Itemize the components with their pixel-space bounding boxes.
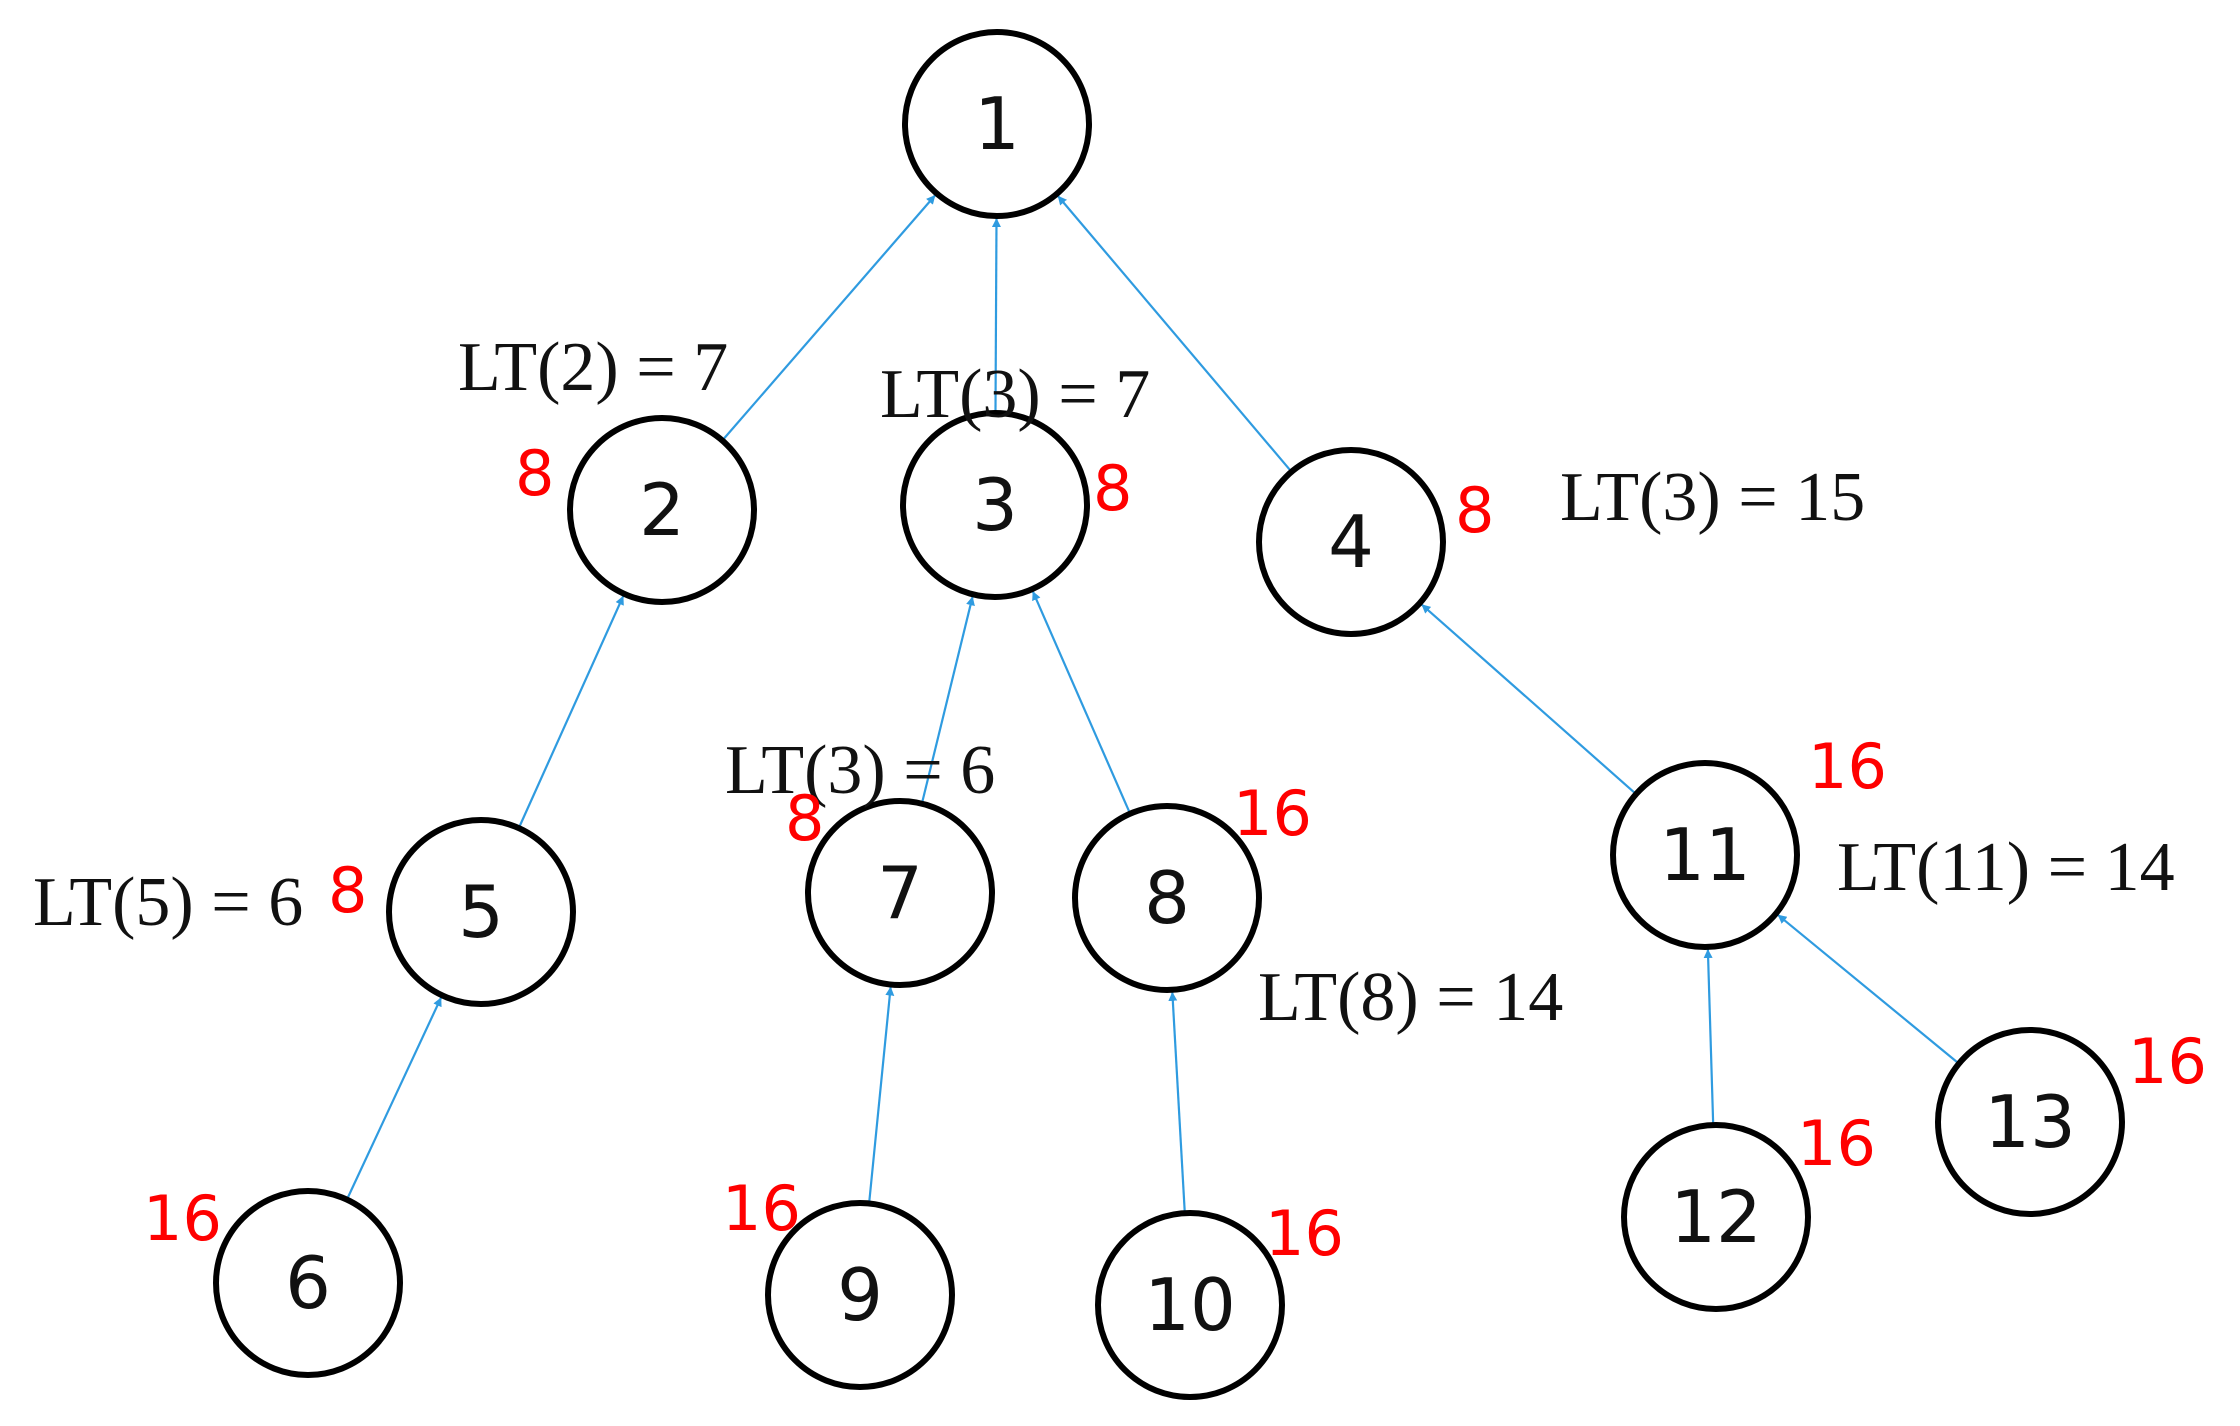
weight-label-node-8: 16 (1233, 777, 1312, 850)
node-label-13: 13 (1984, 1080, 2076, 1164)
node-label-11: 11 (1659, 813, 1751, 897)
node-5: 5 (386, 817, 576, 1007)
node-label-3: 3 (972, 463, 1018, 547)
lt-label-node-3: LT(3) = 7 (880, 356, 1150, 433)
lt-label-node-7: LT(3) = 6 (725, 732, 995, 809)
node-circle-8 (1072, 803, 1262, 993)
weight-label-node-10: 16 (1265, 1197, 1344, 1270)
edge-7-to-3 (920, 596, 975, 804)
node-label-8: 8 (1144, 856, 1190, 940)
node-circle-13 (1935, 1027, 2125, 1217)
node-circle-2 (567, 415, 757, 605)
node-8: 8 (1072, 803, 1262, 993)
weight-label-node-13: 16 (2128, 1025, 2207, 1098)
edge-6-to-5 (345, 996, 443, 1201)
node-11: 11 (1610, 760, 1800, 950)
node-circle-9 (765, 1200, 955, 1390)
lt-label-node-5: LT(5) = 6 (33, 864, 303, 941)
lt-label-node-11: LT(11) = 14 (1837, 829, 2175, 906)
node-label-4: 4 (1328, 500, 1374, 584)
weight-label-node-11: 16 (1808, 730, 1887, 803)
node-12: 12 (1621, 1122, 1811, 1312)
lt-label-node-2: LT(2) = 7 (458, 329, 728, 406)
edge-10-to-8 (1168, 991, 1186, 1214)
weight-label-node-5: 8 (328, 854, 367, 927)
node-label-7: 7 (877, 851, 923, 935)
edge-4-to-1 (1056, 195, 1293, 473)
edge-8-to-3 (1031, 590, 1132, 815)
node-13: 13 (1935, 1027, 2125, 1217)
node-4: 4 (1256, 447, 1446, 637)
node-circle-11 (1610, 760, 1800, 950)
weight-label-node-7: 8 (785, 782, 824, 855)
node-label-2: 2 (639, 468, 685, 552)
edge-12-to-11 (1703, 948, 1715, 1126)
node-label-1: 1 (974, 82, 1020, 166)
edge-5-to-2 (517, 595, 625, 829)
weight-label-node-6: 16 (143, 1182, 222, 1255)
node-1: 1 (902, 29, 1092, 219)
node-9: 9 (765, 1200, 955, 1390)
node-circle-7 (805, 798, 995, 988)
weight-label-node-4: 8 (1455, 474, 1494, 547)
node-6: 6 (213, 1188, 403, 1378)
node-circle-5 (386, 817, 576, 1007)
edge-2-to-1 (721, 194, 937, 442)
edge-3-to-1 (991, 217, 1001, 414)
lt-label-node-8: LT(8) = 14 (1258, 959, 1563, 1036)
node-circle-10 (1095, 1210, 1285, 1400)
weight-label-node-12: 16 (1797, 1107, 1876, 1180)
node-3: 3 (900, 410, 1090, 600)
node-circle-6 (213, 1188, 403, 1378)
node-label-5: 5 (458, 870, 504, 954)
node-label-9: 9 (837, 1253, 883, 1337)
node-label-10: 10 (1144, 1263, 1236, 1347)
node-10: 10 (1095, 1210, 1285, 1400)
weight-label-node-2: 8 (515, 437, 554, 510)
edge-13-to-11 (1776, 913, 1960, 1065)
node-label-6: 6 (285, 1241, 331, 1325)
weight-labels: 8 8 8 8 8 16 16 16 16 16 16 16 (143, 437, 2207, 1270)
lt-labels: LT(2) = 7 LT(3) = 7 LT(3) = 15 LT(5) = 6… (33, 329, 2175, 1036)
node-circle-4 (1256, 447, 1446, 637)
weight-label-node-3: 8 (1093, 452, 1132, 525)
edge-11-to-4 (1420, 603, 1637, 795)
node-7: 7 (805, 798, 995, 988)
edge-9-to-7 (868, 986, 895, 1204)
node-circle-1 (902, 29, 1092, 219)
node-2: 2 (567, 415, 757, 605)
weight-label-node-9: 16 (722, 1172, 801, 1245)
node-label-12: 12 (1670, 1175, 1762, 1259)
edges (345, 194, 1960, 1214)
node-circle-12 (1621, 1122, 1811, 1312)
node-circle-3 (900, 410, 1090, 600)
lt-label-node-4: LT(3) = 15 (1560, 459, 1865, 536)
